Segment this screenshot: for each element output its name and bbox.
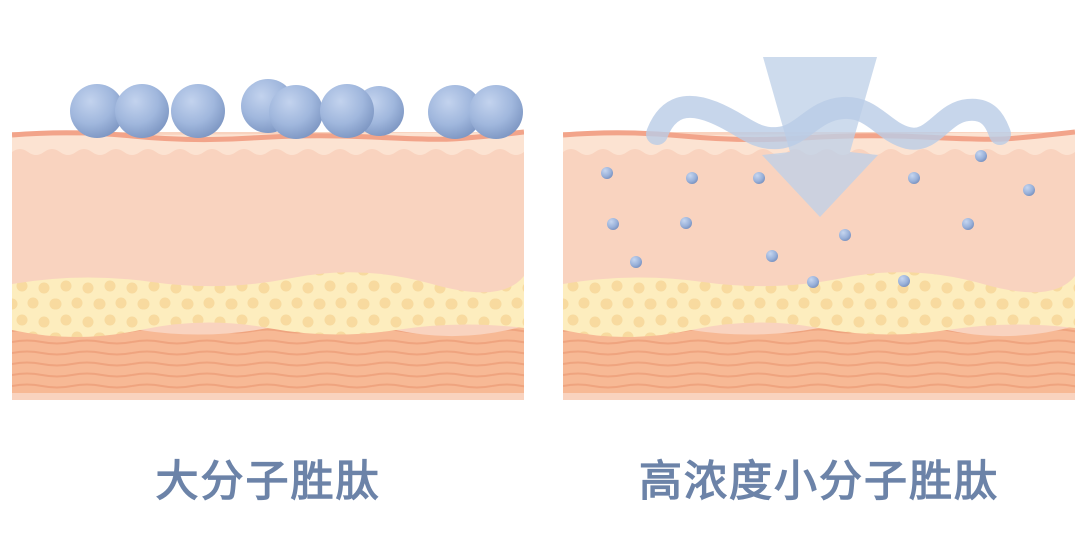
muscle-layer bbox=[12, 322, 524, 393]
small-molecule-icon bbox=[839, 229, 851, 241]
small-molecule-icon bbox=[975, 150, 987, 162]
small-molecule-icon bbox=[807, 276, 819, 288]
fat-layer bbox=[12, 272, 524, 337]
large-molecule-icon bbox=[115, 84, 169, 138]
caption-small-molecule: 高浓度小分子胜肽 bbox=[639, 457, 999, 507]
large-molecules-group bbox=[70, 79, 523, 139]
wave-barrier-icon bbox=[646, 95, 1011, 150]
skin-cross-section bbox=[12, 79, 524, 400]
small-molecule-icon bbox=[753, 172, 765, 184]
large-molecule-icon bbox=[428, 85, 482, 139]
large-molecule-icon bbox=[70, 84, 124, 138]
small-molecule-skin-panel bbox=[563, 40, 1075, 400]
large-molecule-icon bbox=[320, 84, 374, 138]
small-molecule-icon bbox=[686, 172, 698, 184]
small-molecule-icon bbox=[1023, 184, 1035, 196]
small-molecule-icon bbox=[908, 172, 920, 184]
large-molecule-icon bbox=[469, 85, 523, 139]
small-molecule-icon bbox=[601, 167, 613, 179]
small-molecule-icon bbox=[898, 275, 910, 287]
small-molecules-group bbox=[601, 150, 1035, 288]
small-molecule-icon bbox=[630, 256, 642, 268]
large-molecule-icon bbox=[171, 84, 225, 138]
muscle-layer bbox=[563, 322, 1075, 393]
small-molecule-icon bbox=[766, 250, 778, 262]
fat-layer bbox=[563, 272, 1075, 337]
large-molecule-skin-panel bbox=[12, 40, 524, 400]
small-molecule-icon bbox=[962, 218, 974, 230]
caption-large-molecule: 大分子胜肽 bbox=[155, 457, 381, 507]
large-molecule-icon bbox=[269, 85, 323, 139]
skin-cross-section bbox=[563, 57, 1075, 400]
small-molecule-icon bbox=[680, 217, 692, 229]
small-molecule-icon bbox=[607, 218, 619, 230]
